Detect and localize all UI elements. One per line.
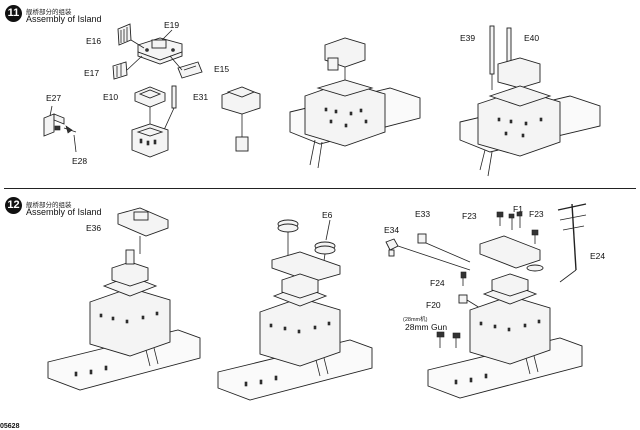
part-e19-platform — [137, 37, 183, 65]
label-e36: E36 — [86, 223, 102, 233]
part-f23-right — [531, 229, 539, 244]
label-e27: E27 — [46, 93, 62, 103]
part-e34 — [385, 238, 399, 257]
label-f23-left: F23 — [462, 211, 477, 221]
step-12-panel: 12 舰桥部分的组装 Assembly of Island — [0, 190, 640, 429]
step-title-en: Assembly of Island — [26, 207, 102, 217]
label-e39: E39 — [460, 33, 476, 43]
step-number: 11 — [5, 5, 22, 22]
label-f23-right: F23 — [529, 209, 544, 219]
label-e33: E33 — [415, 209, 431, 219]
step-title-zh: 舰桥部分的组装 — [26, 9, 72, 16]
label-28mm-gun: 28mm Gun — [405, 322, 448, 332]
label-e31: E31 — [193, 92, 209, 102]
part-e24 — [557, 203, 587, 271]
label-e16: E16 — [86, 36, 102, 46]
part-e31 — [171, 85, 177, 109]
label-e40: E40 — [524, 33, 540, 43]
part-e15 — [177, 61, 203, 79]
island-assembly-left — [47, 249, 201, 391]
part-e10 — [134, 86, 166, 108]
step-12-drawing — [47, 203, 587, 401]
island-base-small — [131, 123, 169, 158]
step-divider — [4, 188, 636, 189]
island-assembly-right2 — [427, 273, 583, 399]
part-f24 — [460, 271, 467, 286]
label-f1: F1 — [513, 204, 523, 214]
part-e17 — [112, 61, 128, 80]
label-e15: E15 — [214, 64, 230, 74]
label-e10: E10 — [103, 92, 119, 102]
label-e6: E6 — [322, 210, 333, 220]
upper-platform-right — [479, 235, 544, 272]
part-e36 — [117, 207, 169, 237]
label-e19: E19 — [164, 20, 180, 30]
part-e6 — [277, 219, 336, 255]
step-11-drawing — [43, 23, 601, 177]
part-e27 — [43, 113, 65, 137]
step-11-panel: 11 舰桥部分的组装 Assembly of Island — [0, 0, 640, 188]
step-title-zh: 舰桥部分的组装 — [26, 202, 72, 209]
step-title-en: Assembly of Island — [26, 14, 102, 24]
step-number: 12 — [5, 197, 22, 214]
label-gun-zh: (28mm机) — [403, 317, 428, 323]
label-e17: E17 — [84, 68, 100, 78]
label-e24: E24 — [590, 251, 606, 261]
part-f23-left — [496, 211, 504, 226]
label-e28: E28 — [72, 156, 88, 166]
label-f24: F24 — [430, 278, 445, 288]
control-tower-top — [221, 86, 261, 152]
part-e33 — [417, 233, 427, 244]
part-f1 — [508, 211, 523, 230]
island-assembly-center — [217, 251, 373, 401]
part-28mm-gun — [436, 331, 461, 348]
part-e16 — [117, 23, 132, 46]
label-f20: F20 — [426, 300, 441, 310]
island-assembly-right — [459, 25, 601, 177]
part-f20 — [458, 294, 468, 304]
island-assembly-mid — [289, 37, 421, 169]
label-e34: E34 — [384, 225, 400, 235]
page-code: 05628 — [0, 423, 20, 430]
